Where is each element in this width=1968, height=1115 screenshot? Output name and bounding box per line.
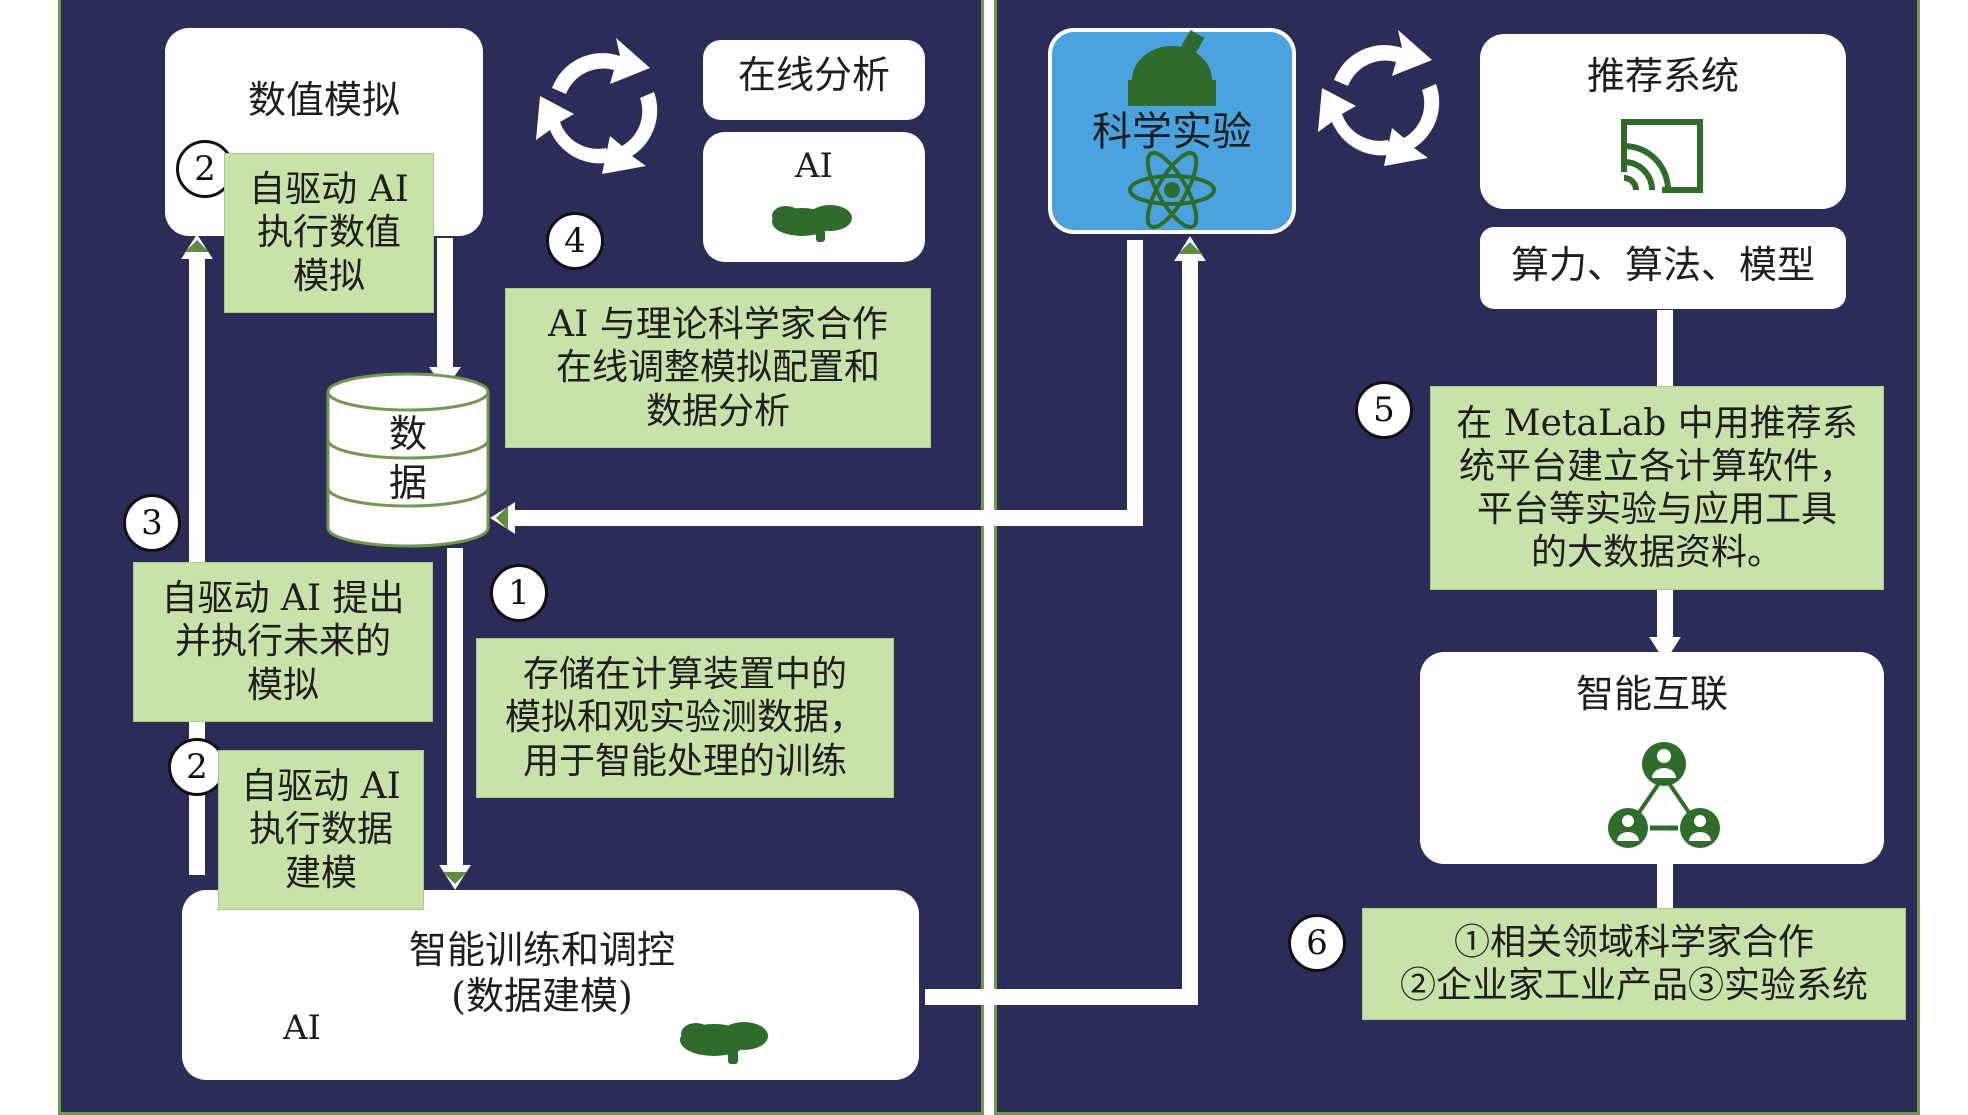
compute-box bbox=[1480, 227, 1846, 309]
online-analysis-title: 在线分析 bbox=[737, 53, 890, 97]
label-metalab: 在 MetaLab 中用推荐系 统平台建立各计算软件， 平台等实验与应用工具 的… bbox=[1430, 386, 1884, 590]
step-1: 1 bbox=[490, 564, 548, 622]
training-box bbox=[182, 890, 919, 1080]
step-6: 6 bbox=[1288, 914, 1346, 972]
numerical-sim-title: 数值模拟 bbox=[247, 78, 400, 122]
step-3: 3 bbox=[123, 494, 181, 552]
label-self-driven-sim: 自驱动 AI 执行数值 模拟 bbox=[224, 153, 434, 313]
cycle-arrows-icon bbox=[536, 38, 658, 174]
compute-title: 算力、算法、模型 bbox=[1510, 243, 1815, 287]
ai-box-label: AI bbox=[795, 146, 833, 186]
recommend-title: 推荐系统 bbox=[1586, 54, 1739, 98]
ai-box bbox=[703, 132, 925, 262]
step-5: 5 bbox=[1355, 381, 1413, 439]
online-analysis-box bbox=[703, 40, 925, 120]
arrow-training-to-science bbox=[925, 258, 1198, 1005]
cycle-arrows-icon bbox=[1318, 30, 1440, 166]
interconnect-title: 智能互联 bbox=[1575, 672, 1728, 716]
label-self-driven-future-sim: 自驱动 AI 提出 并执行未来的 模拟 bbox=[133, 562, 433, 722]
science-exp-title: 科学实验 bbox=[1092, 109, 1252, 155]
label-self-driven-modeling: 自驱动 AI 执行数据 建模 bbox=[218, 750, 424, 910]
training-ai-label: AI bbox=[283, 1008, 321, 1048]
label-ai-theory-collab: AI 与理论科学家合作 在线调整模拟配置和 数据分析 bbox=[505, 288, 931, 448]
label-stored-data: 存储在计算装置中的 模拟和观实验测数据， 用于智能处理的训练 bbox=[476, 638, 894, 798]
arrow-science-to-data bbox=[512, 240, 1143, 526]
data-cylinder-label: 数 据 bbox=[388, 412, 427, 506]
label-collaboration: ①相关领域科学家合作 ②企业家工业产品③实验系统 bbox=[1362, 908, 1906, 1020]
training-title: 智能训练和调控 (数据建模) bbox=[408, 928, 675, 1018]
step-4: 4 bbox=[546, 212, 604, 270]
